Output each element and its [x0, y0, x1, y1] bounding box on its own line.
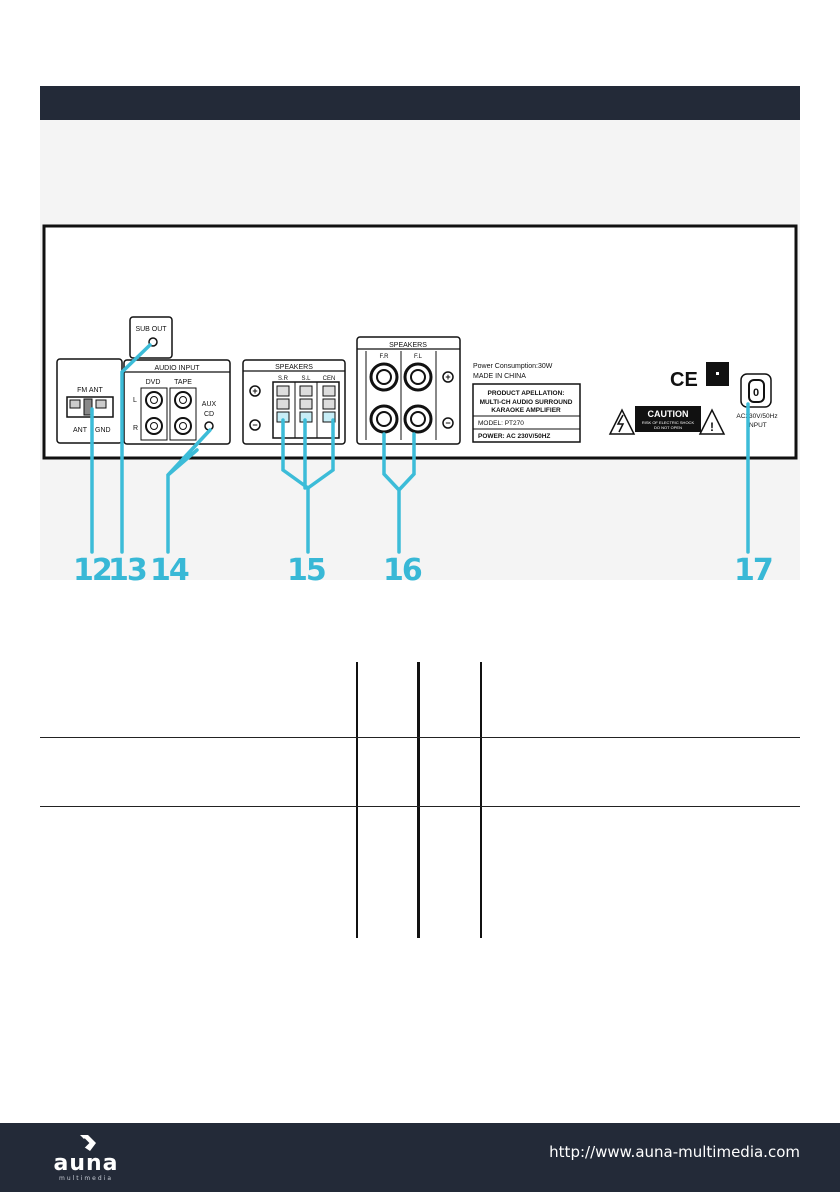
callout-16: 16: [383, 553, 422, 588]
power-text: POWER: AC 230V/50HZ: [478, 433, 550, 440]
product-label-box: [472, 383, 581, 443]
callout-leader-lines: [90, 343, 750, 554]
sr-label: S.R: [278, 376, 289, 382]
plus-right-label: +: [445, 372, 450, 382]
sub-out-label: SUB OUT: [135, 326, 167, 333]
left-channel-label: L: [133, 397, 137, 404]
caution-sub-1: RISK OF ELECTRIC SHOCK: [642, 420, 695, 425]
fl-label: F.L: [414, 354, 423, 360]
caution-label: [635, 406, 701, 432]
callout-15: 15: [287, 553, 325, 588]
caution-text: CAUTION: [648, 409, 689, 419]
brand-subtitle: multimedia: [58, 1175, 114, 1182]
audio-input-label: AUDIO INPUT: [154, 365, 200, 372]
caution-sub-2: DO NOT OPEN: [654, 425, 682, 430]
callout-12: 12: [73, 553, 111, 588]
fm-ant-label: FM ANT: [77, 387, 103, 394]
fr-label: F.R: [380, 354, 390, 360]
minus-right-label: −: [445, 418, 450, 428]
shock-warning-icon: [608, 408, 636, 435]
ac-input-label-2: INPUT: [747, 422, 767, 429]
ant-label: ANT: [73, 427, 88, 434]
power-consumption-text: Power Consumption:30W: [473, 363, 553, 370]
speakers-left-label: SPEAKERS: [275, 364, 313, 371]
table-divider-2: [417, 662, 420, 938]
product-apellation: PRODUCT APELLATION:: [488, 390, 565, 397]
section-header-bar: [40, 86, 800, 120]
plus-left-label: +: [252, 386, 257, 396]
website-link[interactable]: http://www.auna-multimedia.com: [549, 1143, 800, 1161]
svg-text:!: !: [710, 420, 714, 434]
sl-label: S.L: [301, 376, 311, 382]
minus-left-label: −: [252, 420, 257, 430]
speakers-right-label: SPEAKERS: [389, 342, 427, 349]
auna-logo: auna multimedia: [44, 1131, 128, 1185]
callout-17: 17: [734, 553, 772, 588]
brand-name: auna: [53, 1151, 119, 1176]
model-text: MODEL: PT270: [478, 420, 524, 427]
dvd-label: DVD: [146, 379, 161, 386]
callout-14: 14: [150, 553, 189, 588]
exclamation-warning-icon: [698, 408, 726, 435]
ac-input-label-1: AC230V/50Hz: [736, 413, 777, 420]
product-line-2: KARAOKE AMPLIFIER: [491, 407, 561, 414]
cen-label: CEN: [323, 376, 336, 382]
rear-panel-diagram: FM ANT ANT GND SUB OUT AUDIO INPUT DVD T…: [42, 224, 798, 588]
table-divider-1: [356, 662, 358, 938]
logo-mark-icon: [80, 1135, 96, 1151]
product-line-1: MULTI-CH AUDIO SURROUND: [480, 399, 573, 406]
cd-label: CD: [204, 411, 214, 418]
callout-13: 13: [108, 553, 146, 588]
table-row-rule-1: [40, 737, 800, 738]
made-in-text: MADE IN CHINA: [473, 373, 526, 380]
aux-label: AUX: [202, 401, 217, 408]
right-channel-label: R: [133, 425, 138, 432]
gnd-label: GND: [95, 427, 111, 434]
ce-mark: CE: [670, 369, 698, 391]
table-divider-3: [480, 662, 482, 938]
table-row-rule-2: [40, 806, 800, 807]
svg-text:0: 0: [753, 387, 759, 399]
sub-out-panel: [129, 316, 173, 359]
tape-label: TAPE: [174, 379, 192, 386]
footer-bar: auna multimedia http://www.auna-multimed…: [0, 1123, 840, 1192]
